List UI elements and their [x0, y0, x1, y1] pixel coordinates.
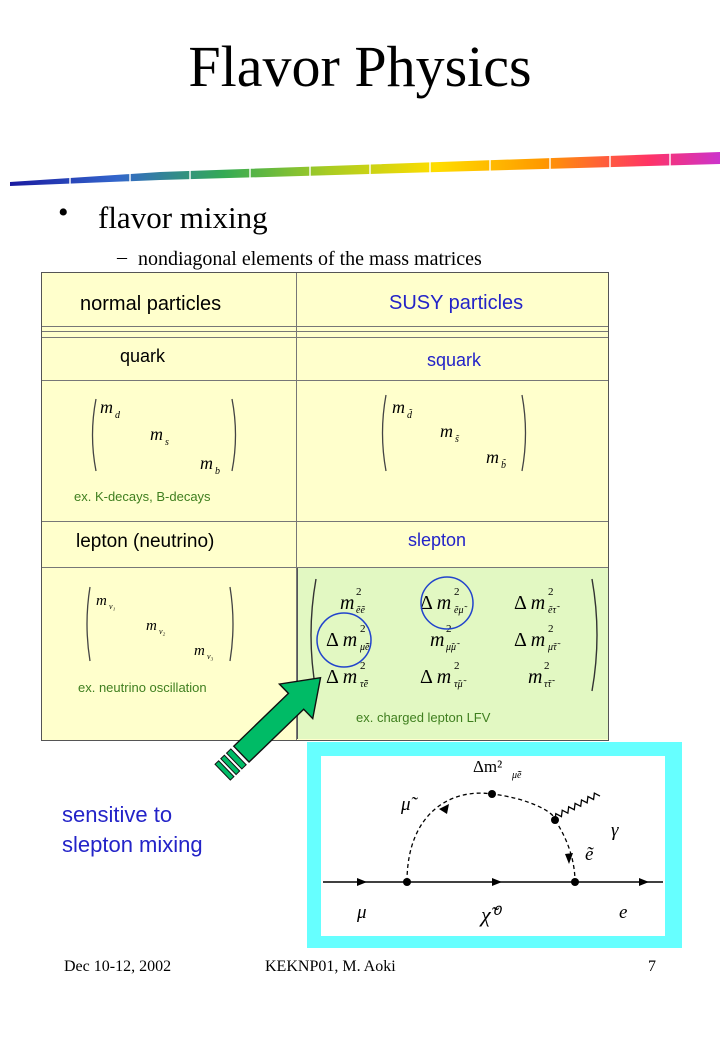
electron-label: e	[619, 902, 627, 923]
row-label-quark: quark	[120, 346, 166, 366]
svg-text:m: m	[486, 447, 499, 467]
svg-text:2: 2	[454, 586, 460, 598]
svg-text:Δ m: Δ m	[420, 592, 451, 614]
svg-text:Δ m: Δ m	[326, 666, 357, 688]
svg-text:ν₃: ν₃	[207, 652, 214, 661]
svg-text:m: m	[392, 397, 405, 417]
quark-examples: ex. K-decays, B-decays	[74, 489, 211, 504]
svg-text:Δ m: Δ m	[420, 666, 451, 688]
svg-text:ẽẽ: ẽẽ	[356, 605, 365, 616]
svg-text:m: m	[150, 424, 163, 444]
row-label-squark: squark	[427, 350, 482, 370]
svg-text:m: m	[96, 593, 107, 609]
svg-text:τ̃μ̃: τ̃μ̃	[454, 679, 467, 690]
svg-text:m: m	[200, 453, 213, 473]
svg-text:Δ m: Δ m	[514, 592, 545, 614]
svg-text:m: m	[440, 421, 453, 441]
svg-text:m: m	[430, 629, 444, 651]
svg-text:ν₁: ν₁	[109, 602, 116, 611]
title-underline-bar	[10, 150, 720, 190]
mass-matrix-table: normal particles SUSY particles quark sq…	[41, 272, 609, 741]
svg-text:2: 2	[548, 586, 554, 598]
svg-text:2: 2	[544, 660, 550, 672]
muon-label: μ	[356, 902, 367, 923]
svg-text:b: b	[215, 466, 220, 477]
footer-page-number: 7	[648, 958, 656, 975]
slide-title: Flavor Physics	[188, 34, 532, 99]
svg-text:s̃: s̃	[455, 434, 459, 445]
selectron-label: ẽ	[585, 844, 594, 865]
svg-text:m: m	[194, 643, 205, 659]
svg-text:d̃: d̃	[407, 408, 413, 421]
svg-text:2: 2	[454, 660, 460, 672]
svg-text:2: 2	[356, 586, 362, 598]
footer-conference: KEKNP01, M. Aoki	[265, 958, 396, 975]
svg-text:ẽμ̃: ẽμ̃	[454, 605, 467, 616]
bullet-marker: •	[58, 196, 69, 229]
col-header-susy: SUSY particles	[389, 292, 524, 314]
mass-insertion-sub: μ̃ẽ	[511, 770, 522, 781]
quark-mass-matrix: m d m s m b	[91, 397, 237, 477]
svg-text:2: 2	[360, 660, 366, 672]
bullet-text: flavor mixing	[98, 200, 268, 235]
lepton-examples: ex. neutrino oscillation	[78, 680, 207, 695]
neutrino-mass-matrix: m ν₁ m ν₂ m ν₃	[86, 586, 234, 662]
svg-text:2: 2	[548, 623, 554, 635]
svg-text:m: m	[146, 618, 157, 634]
svg-text:2: 2	[360, 623, 366, 635]
slepton-mass-matrix: m 2 ẽẽ Δ m 2 ẽμ̃ Δ m 2 ẽτ̃ Δ m 2 μ̃ẽ m 2 μ̃μ̃…	[310, 576, 598, 692]
svg-text:μ̃μ̃: μ̃μ̃	[445, 642, 460, 653]
svg-text:s: s	[165, 437, 169, 448]
svg-text:Δ m: Δ m	[326, 629, 357, 651]
squark-mass-matrix: m d̃ m s̃ m b̃	[381, 394, 527, 472]
pointer-arrow	[214, 676, 322, 781]
svg-text:d: d	[115, 410, 121, 421]
svg-text:m: m	[340, 592, 354, 614]
row-label-slepton: slepton	[408, 530, 467, 550]
row-label-lepton: lepton (neutrino)	[76, 531, 215, 552]
sensitivity-line1: sensitive to	[62, 802, 173, 827]
sensitivity-line2: slepton mixing	[62, 832, 203, 857]
footer-date: Dec 10-12, 2002	[64, 958, 172, 975]
sub-bullet-text: nondiagonal elements of the mass matrice…	[138, 248, 482, 270]
svg-text:μ̃τ̃: μ̃τ̃	[547, 642, 561, 653]
svg-text:μ̃ẽ: μ̃ẽ	[359, 642, 370, 653]
highlight-circle-emu	[420, 576, 474, 630]
svg-text:ν₂: ν₂	[159, 627, 166, 636]
feynman-diagram: Δm² μ̃ẽ μ̃ ẽ γ μ e χ̃⁰	[307, 742, 682, 948]
sub-bullet-marker: –	[117, 246, 127, 268]
svg-text:τ̃ẽ: τ̃ẽ	[360, 679, 369, 690]
col-header-normal: normal particles	[80, 293, 222, 315]
svg-text:b̃: b̃	[501, 458, 506, 471]
photon-label: γ	[611, 820, 619, 841]
lfv-cell-highlight	[297, 568, 608, 739]
slepton-examples: ex. charged lepton LFV	[356, 710, 491, 725]
svg-text:m: m	[100, 397, 113, 417]
svg-text:m: m	[528, 666, 542, 688]
sensitivity-note: sensitive to slepton mixing	[62, 800, 203, 860]
mass-insertion-label: Δm²	[473, 757, 502, 776]
highlight-circle-mue	[316, 612, 372, 668]
svg-text:ẽτ̃: ẽτ̃	[548, 605, 560, 616]
neutralino-label: χ̃⁰	[479, 902, 503, 927]
svg-text:τ̃τ̃: τ̃τ̃	[544, 679, 555, 690]
svg-text:Δ m: Δ m	[514, 629, 545, 651]
